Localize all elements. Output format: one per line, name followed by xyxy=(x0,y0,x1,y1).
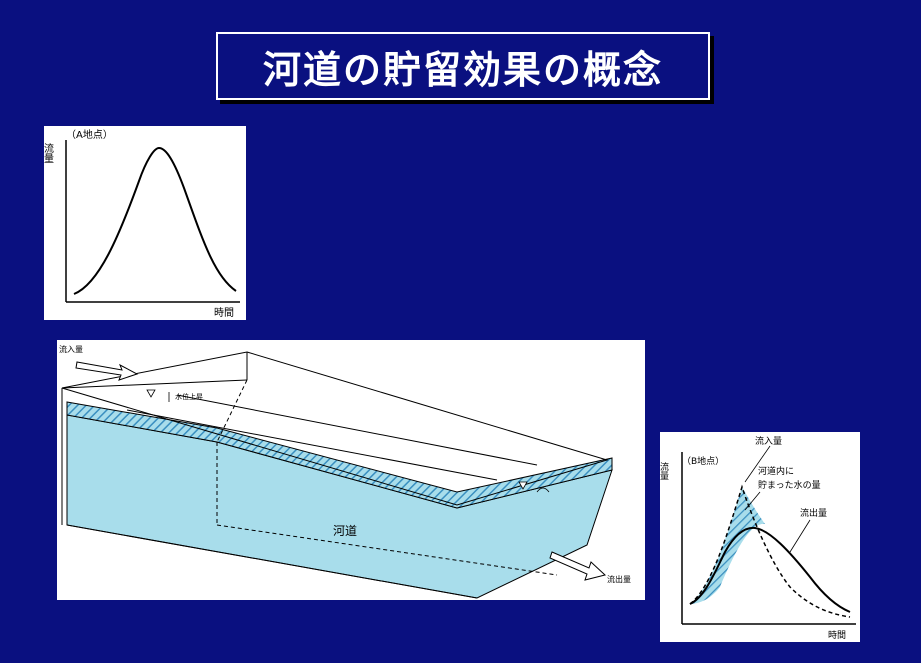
water-rise-label: 水位上昇 xyxy=(175,392,203,401)
channel-mid-line-1 xyxy=(126,409,498,481)
channel-bottom-edge xyxy=(66,524,478,599)
inflow-leader-line xyxy=(744,445,771,483)
hydrograph-b-outflow-label: 流出量 xyxy=(800,507,827,519)
hydrograph-b-inflow-label: 流入量 xyxy=(755,435,782,447)
hydrograph-a-y-label: 流量 xyxy=(44,142,54,163)
hydrograph-b-storage-label-1: 河道内に xyxy=(758,465,794,477)
inflow-arrow-icon xyxy=(75,361,139,381)
hydrograph-b-inflow-curve xyxy=(689,484,851,618)
storage-leader-line xyxy=(744,491,761,511)
channel-top-near-edge xyxy=(61,379,248,389)
hydrograph-a-curve xyxy=(73,146,237,295)
channel-hidden-edge-3 xyxy=(216,379,248,443)
slide-title: 河道の貯留効果の概念 xyxy=(216,32,710,100)
river-water-body xyxy=(66,414,613,599)
outflow-label: 流出量 xyxy=(607,574,631,584)
hydrograph-a-panel: （A地点） 流量 時間 xyxy=(44,126,246,320)
river-channel-diagram: 流入量 水位上昇 河道 流出量 xyxy=(59,344,631,599)
inflow-label: 流入量 xyxy=(59,344,83,354)
hydrograph-b: 流量 （B地点） 流入量 河道内に 貯まった水の量 流出量 時間 xyxy=(660,435,856,641)
hydrograph-b-y-label: 流量 xyxy=(660,461,669,480)
outflow-leader-line xyxy=(789,519,811,553)
hydrograph-a-x-label: 時間 xyxy=(214,307,234,319)
hydrograph-b-outflow-curve xyxy=(689,526,851,613)
water-level-rise-band xyxy=(66,401,613,509)
river-label: 河道 xyxy=(333,524,357,538)
hydrograph-b-x-label: 時間 xyxy=(828,630,846,641)
channel-storage-area xyxy=(690,487,765,604)
hydrograph-a: （A地点） 流量 時間 xyxy=(44,128,240,319)
hydrograph-b-point-label: （B地点） xyxy=(682,455,724,467)
river-channel-panel: 流入量 水位上昇 河道 流出量 xyxy=(57,340,645,600)
water-level-marker-icon xyxy=(146,389,156,398)
channel-mid-line-2 xyxy=(176,394,538,466)
hydrograph-a-point-label: （A地点） xyxy=(66,128,113,141)
outflow-arrow-icon xyxy=(549,551,607,581)
downstream-level-curl xyxy=(536,487,550,493)
downstream-level-marker-icon xyxy=(518,481,528,490)
channel-hidden-edge-2 xyxy=(216,524,558,576)
hydrograph-b-storage-label-2: 貯まった水の量 xyxy=(758,479,821,491)
hydrograph-b-panel: 流量 （B地点） 流入量 河道内に 貯まった水の量 流出量 時間 xyxy=(660,432,860,642)
